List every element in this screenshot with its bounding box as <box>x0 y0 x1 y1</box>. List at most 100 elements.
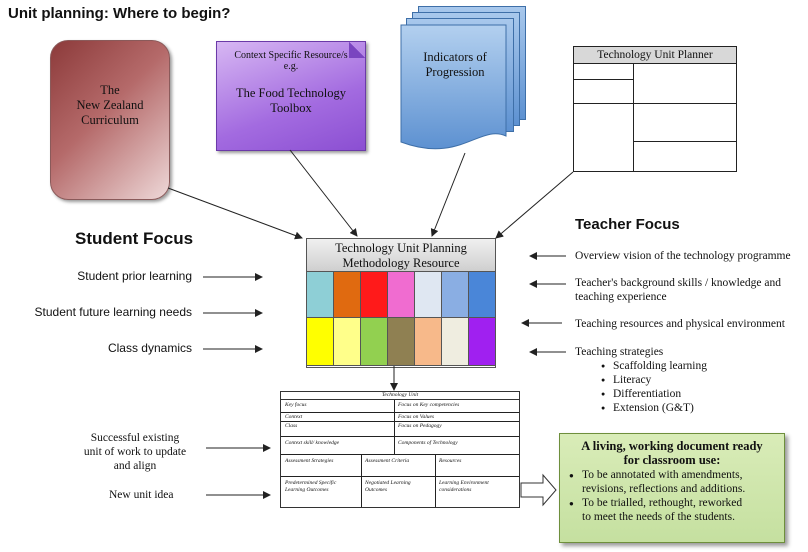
living-title-line: A living, working document ready <box>581 439 763 453</box>
planner-line <box>633 64 634 171</box>
strategy-list: Scaffolding learning Literacy Differenti… <box>601 359 707 415</box>
color-swatch <box>361 272 388 318</box>
swatch-row-1 <box>307 272 495 318</box>
student-item: Student future learning needs <box>34 305 192 319</box>
methodology-title-line: Technology Unit Planning <box>335 241 467 255</box>
color-swatch <box>388 318 415 366</box>
color-swatch <box>388 272 415 318</box>
front-page <box>400 24 507 150</box>
strategy-item: Literacy <box>601 373 707 387</box>
color-swatch <box>334 318 361 366</box>
living-bullets: To be annotated with amendments, revisio… <box>560 469 784 524</box>
unit-cell: Focus on Key competencies <box>398 402 460 408</box>
curriculum-line: New Zealand <box>76 98 144 112</box>
color-swatch <box>415 318 442 366</box>
technology-unit-document: Technology Unit Key focus Focus on Key c… <box>280 391 520 508</box>
curriculum-line: The <box>100 83 120 97</box>
unit-line <box>435 454 436 507</box>
living-bullet-line: To be annotated with amendments, <box>582 469 743 481</box>
strategy-item: Scaffolding learning <box>601 359 707 373</box>
unit-planner-box: Technology Unit Planner <box>573 46 737 172</box>
living-bullet: To be trialled, rethought, reworked to m… <box>569 497 784 524</box>
color-swatch <box>415 272 442 318</box>
indicators-line: Indicators of <box>423 50 487 64</box>
unit-cell: Focus on Pedagogy <box>398 423 442 429</box>
unit-line <box>281 436 519 437</box>
swatch-row-2 <box>307 318 495 366</box>
teacher-item: teaching experience <box>575 291 667 303</box>
unit-cell: Assessment Strategies <box>285 458 334 464</box>
strategy-item: Extension (G&T) <box>601 401 707 415</box>
context-resource-box: Context Specific Resource/s e.g. The Foo… <box>216 41 366 151</box>
teacher-item: Teaching resources and physical environm… <box>575 318 785 330</box>
living-bullet-line: To be trialled, rethought, reworked <box>582 497 743 509</box>
color-swatch <box>334 272 361 318</box>
color-swatch <box>442 272 469 318</box>
existing-unit-line: unit of work to update <box>83 446 187 458</box>
living-document-box: A living, working document ready for cla… <box>559 433 785 543</box>
methodology-title: Technology Unit Planning Methodology Res… <box>307 239 495 272</box>
teacher-item: Teaching strategies <box>575 346 664 358</box>
context-big-line: The Food Technology <box>236 86 346 100</box>
unit-cell: Focus on Values <box>398 414 435 420</box>
existing-unit-line: and align <box>113 460 157 472</box>
existing-unit-line: Successful existing <box>90 432 180 444</box>
teacher-item: Teacher's background skills / knowledge … <box>575 277 781 289</box>
student-item: Student prior learning <box>77 269 192 283</box>
living-bullet-line: to meet the needs of the students. <box>582 510 735 523</box>
unit-line <box>281 412 519 413</box>
color-swatch <box>469 272 495 318</box>
student-focus-heading: Student Focus <box>75 229 194 248</box>
unit-cell: Key focus <box>285 402 307 408</box>
student-item: Class dynamics <box>107 341 192 355</box>
curriculum-line: Curriculum <box>81 113 139 127</box>
context-big-line: Toolbox <box>270 101 312 115</box>
indicators-stack: Indicators of Progression <box>398 6 528 155</box>
unit-line <box>394 400 395 454</box>
unit-cell: Context <box>285 414 303 420</box>
arrow-indicators <box>430 152 466 237</box>
color-swatch <box>307 272 334 318</box>
page-fold <box>349 42 365 58</box>
unit-line <box>281 476 519 477</box>
unit-line <box>281 421 519 422</box>
context-small-line: Context Specific Resource/s <box>234 50 348 61</box>
context-small-line: e.g. <box>283 61 299 72</box>
planner-line <box>633 141 736 142</box>
living-bullet: To be annotated with amendments, revisio… <box>569 469 784 496</box>
color-swatch <box>361 318 388 366</box>
unit-planner-title: Technology Unit Planner <box>574 47 736 64</box>
teacher-item: Overview vision of the technology progra… <box>575 250 791 262</box>
arrow-curriculum <box>167 187 303 240</box>
curriculum-box: The New Zealand Curriculum <box>50 40 170 200</box>
unit-cell: Learning Environment considerations <box>439 480 489 493</box>
color-swatch <box>307 318 334 366</box>
living-title-line: for classroom use: <box>623 453 721 467</box>
planner-line <box>574 103 736 104</box>
unit-cell: Class <box>285 423 298 429</box>
living-bullet-line: revisions, reflections and additions. <box>582 482 746 495</box>
teacher-focus-heading: Teacher Focus <box>575 216 680 233</box>
arrow-planner <box>495 171 574 239</box>
new-unit-label: New unit idea <box>109 489 174 501</box>
unit-cell: Predetermined Specific Learning Outcomes <box>285 480 337 493</box>
indicators-line: Progression <box>425 65 485 79</box>
methodology-box: Technology Unit Planning Methodology Res… <box>306 238 496 368</box>
unit-cell: Components of Technology <box>398 440 458 446</box>
page-title: Unit planning: Where to begin? <box>8 5 231 22</box>
unit-cell: Negotiated Learning Outcomes <box>365 480 411 493</box>
planner-line <box>574 79 633 80</box>
arrow-context <box>289 149 358 237</box>
unit-line <box>281 454 519 455</box>
unit-cell: Resources <box>439 458 462 464</box>
unit-line <box>361 454 362 507</box>
color-swatch <box>442 318 469 366</box>
block-arrow <box>520 473 557 507</box>
unit-cell: Context skill/ knowledge <box>285 440 340 446</box>
unit-doc-title: Technology Unit <box>281 392 519 400</box>
unit-cell: Assessment Criteria <box>365 458 410 464</box>
methodology-title-line: Methodology Resource <box>342 256 460 270</box>
existing-unit-label: Successful existing unit of work to upda… <box>60 431 210 473</box>
strategy-item: Differentiation <box>601 387 707 401</box>
